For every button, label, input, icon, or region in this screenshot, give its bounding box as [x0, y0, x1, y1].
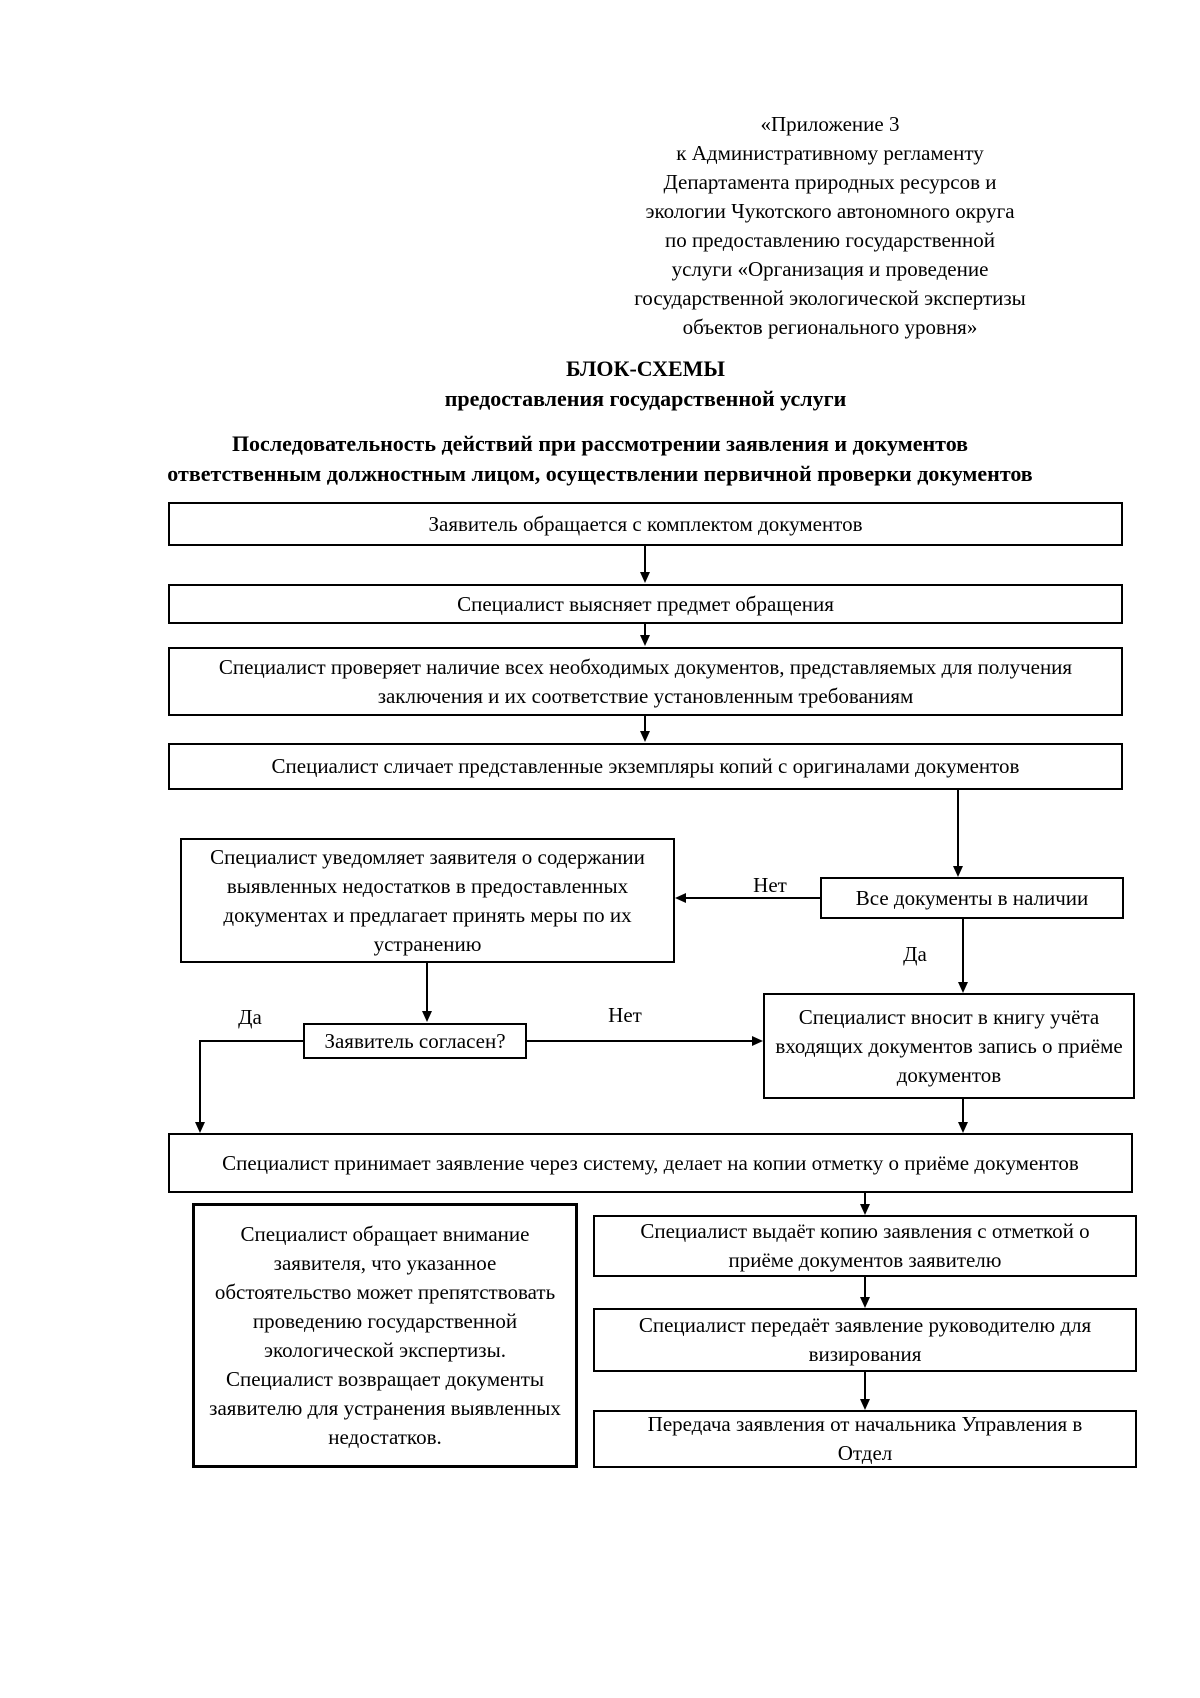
flow-box-accepts-application: Специалист принимает заявление через сис… — [168, 1133, 1133, 1193]
flow-box-applicant-agrees: Заявитель согласен? — [303, 1023, 527, 1059]
flow-box-passes-to-head: Специалист передаёт заявление руководите… — [593, 1308, 1137, 1372]
appendix-header-line: к Административному регламенту — [676, 141, 984, 165]
appendix-header-line: «Приложение 3 — [760, 112, 900, 136]
flow-box-text: Специалист сличает представленные экземп… — [271, 754, 1020, 778]
flow-box-text: Специалист выясняет предмет обращения — [457, 591, 834, 616]
branch-label-no: Нет — [608, 1003, 642, 1027]
flow-box-clarifies-subject: Специалист выясняет предмет обращения — [168, 584, 1123, 624]
flow-box-text: Заявитель обращается с комплектом докуме… — [428, 511, 863, 536]
flow-box-notifies-defects: Специалист уведомляет заявителя о содерж… — [180, 838, 675, 963]
appendix-header-line: по предоставлению государственной — [664, 228, 996, 252]
connector-line — [864, 1277, 866, 1298]
section-heading-line: ответственным должностным лицом, осущест… — [167, 461, 1033, 486]
arrow-down-icon — [640, 572, 650, 583]
appendix-header-line: услуги «Организация и проведение — [671, 257, 989, 281]
connector-line — [864, 1372, 866, 1400]
flow-box-text: Специалист обращает внимание заявителя, … — [209, 1221, 561, 1449]
connector-line — [962, 919, 964, 983]
flow-box-draws-attention: Специалист обращает внимание заявителя, … — [192, 1203, 578, 1468]
flow-box-text: Специалист вносит в книгу учёта входящих… — [775, 1004, 1123, 1087]
arrow-left-icon — [675, 893, 686, 903]
page-title: БЛОК-СХЕМЫ — [565, 356, 726, 381]
appendix-header-line: Департамента природных ресурсов и — [663, 170, 997, 194]
connector-line — [426, 963, 428, 1012]
connector-line — [644, 716, 646, 732]
arrow-down-icon — [195, 1122, 205, 1133]
appendix-header-line: объектов регионального уровня» — [682, 315, 978, 339]
connector-line — [644, 546, 646, 572]
flow-box-issues-copy: Специалист выдаёт копию заявления с отме… — [593, 1215, 1137, 1277]
flow-box-text: Специалист выдаёт копию заявления с отме… — [640, 1219, 1090, 1272]
appendix-header-line: государственной экологической экспертизы — [634, 286, 1026, 310]
arrow-down-icon — [953, 866, 963, 877]
flow-box-text: Заявитель согласен? — [324, 1028, 506, 1053]
arrow-down-icon — [958, 982, 968, 993]
connector-line — [527, 1040, 752, 1042]
connector-line — [199, 1040, 303, 1042]
section-heading: Последовательность действий при рассмотр… — [0, 429, 1200, 489]
branch-label-yes: Да — [238, 1005, 262, 1029]
arrow-down-icon — [860, 1204, 870, 1215]
appendix-header-line: экологии Чукотского автономного округа — [645, 199, 1015, 223]
title-block: БЛОК-СХЕМЫ предоставления государственно… — [168, 354, 1123, 414]
flow-box-transfer-to-department: Передача заявления от начальника Управле… — [593, 1410, 1137, 1468]
flow-box-all-documents-present: Все документы в наличии — [820, 877, 1124, 919]
arrow-down-icon — [640, 731, 650, 742]
connector-line — [957, 790, 959, 867]
flow-box-text: Специалист уведомляет заявителя о содерж… — [210, 844, 645, 956]
flow-box-records-in-book: Специалист вносит в книгу учёта входящих… — [763, 993, 1135, 1099]
arrow-down-icon — [640, 635, 650, 646]
connector-line — [962, 1099, 964, 1123]
flow-box-text: Специалист проверяет наличие всех необхо… — [218, 654, 1073, 708]
branch-label-yes: Да — [903, 942, 927, 966]
flow-box-checks-documents: Специалист проверяет наличие всех необхо… — [168, 647, 1123, 716]
flow-box-text: Все документы в наличии — [855, 885, 1089, 910]
arrow-down-icon — [860, 1297, 870, 1308]
flow-box-text: Передача заявления от начальника Управле… — [647, 1412, 1083, 1465]
arrow-down-icon — [422, 1011, 432, 1022]
connector-line — [199, 1040, 201, 1123]
arrow-down-icon — [958, 1122, 968, 1133]
connector-line — [644, 624, 646, 636]
flow-box-compares-copies: Специалист сличает представленные экземп… — [168, 743, 1123, 790]
flow-box-applicant-submits: Заявитель обращается с комплектом докуме… — [168, 502, 1123, 546]
connector-line — [864, 1193, 866, 1205]
section-heading-line: Последовательность действий при рассмотр… — [231, 431, 969, 456]
appendix-header: «Приложение 3 к Административному реглам… — [480, 110, 1180, 342]
arrow-right-icon — [752, 1036, 763, 1046]
connector-line — [686, 897, 820, 899]
flow-box-text: Специалист принимает заявление через сис… — [222, 1150, 1079, 1175]
arrow-down-icon — [860, 1399, 870, 1410]
page-subtitle: предоставления государственной услуги — [444, 386, 847, 411]
branch-label-no: Нет — [753, 873, 787, 897]
flow-box-text: Специалист передаёт заявление руководите… — [638, 1313, 1092, 1366]
